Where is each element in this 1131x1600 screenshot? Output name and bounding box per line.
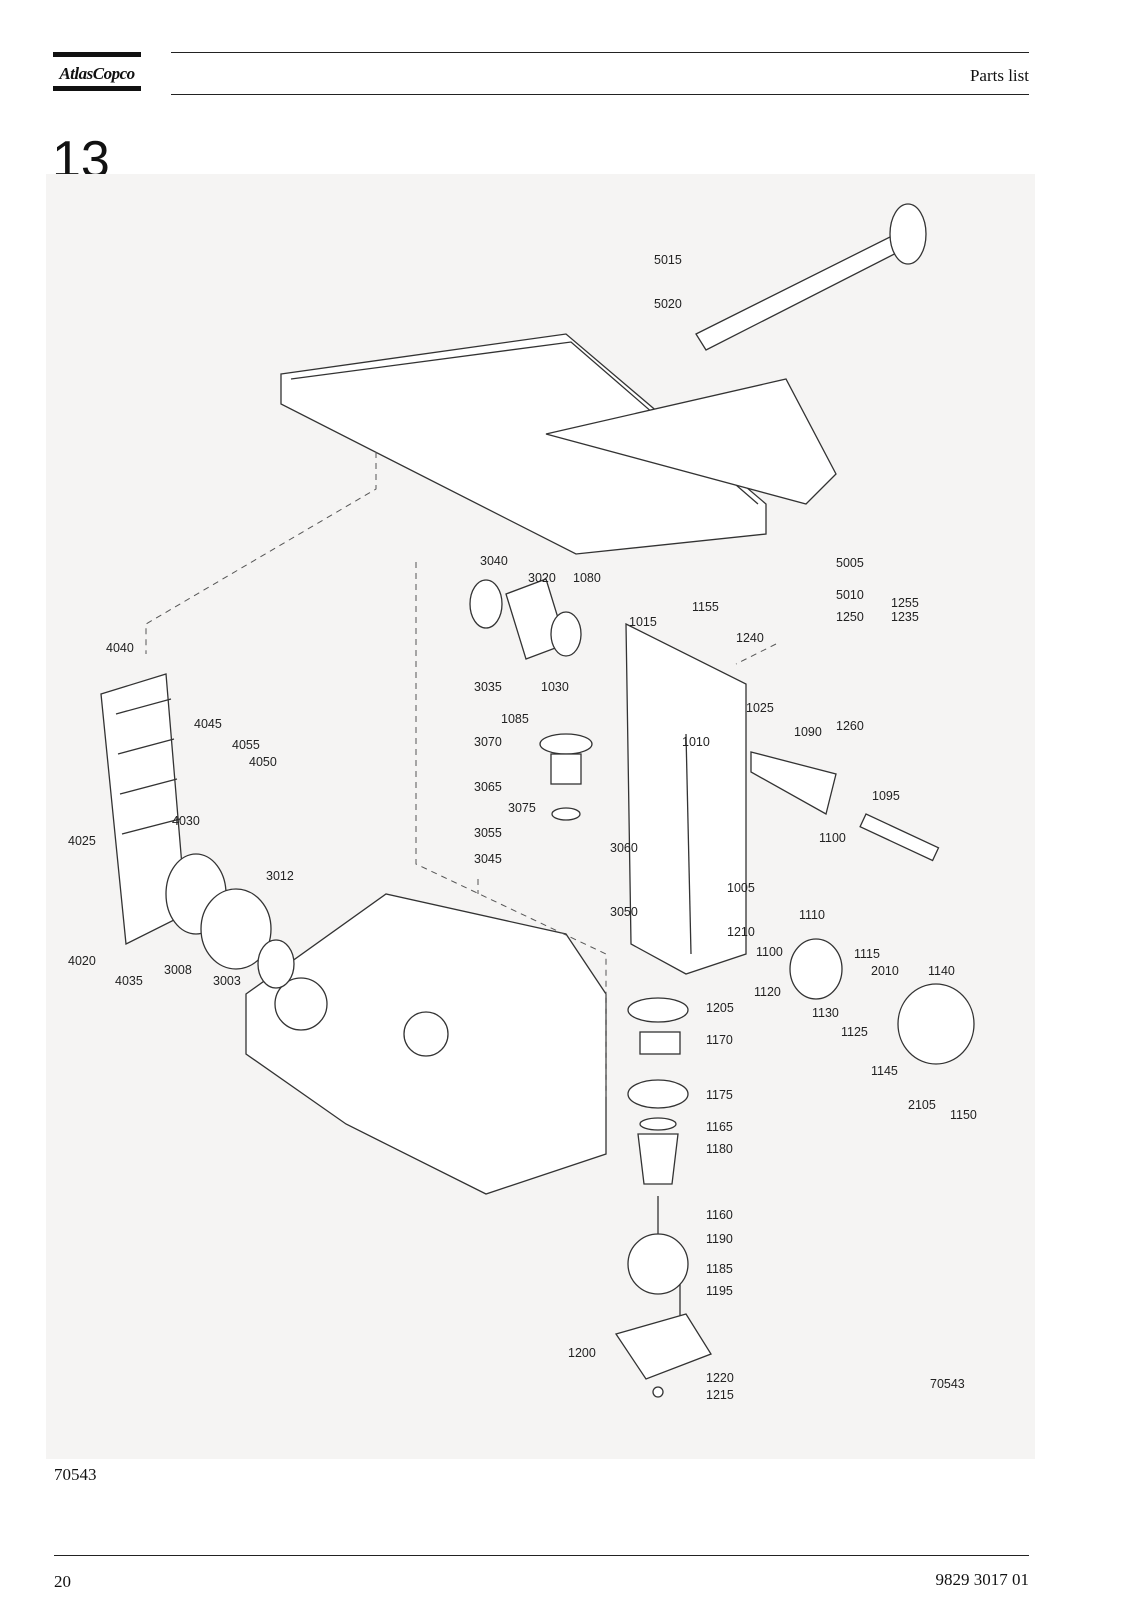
callout-1210: 1210 [727,925,755,939]
callout-1120: 1120 [754,985,781,999]
callout-5010: 5010 [836,588,864,602]
callout-1145: 1145 [871,1064,898,1078]
callout-3003: 3003 [213,974,241,988]
callout-1125: 1125 [841,1025,868,1039]
callout-3020: 3020 [528,571,556,585]
callout-1235: 1235 [891,610,919,624]
drawing-svg: 5015 5020 5005 5010 1255 1235 1250 1240 … [68,203,977,1402]
callout-2010: 2010 [871,964,899,978]
callout-1205: 1205 [706,1001,734,1015]
callout-1015: 1015 [629,615,657,629]
callout-1110: 1110 [799,908,825,922]
callout-1150: 1150 [950,1108,977,1122]
figure-caption: 70543 [54,1465,97,1484]
header-title: Parts list [969,66,1029,85]
base-housing [614,1313,712,1380]
callout-5005: 5005 [836,556,864,570]
oring-1205 [627,997,689,1023]
callout-3075: 3075 [508,801,536,815]
exploded-parts-drawing: 5015 5020 5005 5010 1255 1235 1250 1240 … [46,174,1035,1459]
callout-1215: 1215 [706,1388,734,1402]
callout-1140: 1140 [928,964,955,978]
page-number: 20 [54,1572,71,1591]
callout-3040: 3040 [480,554,508,568]
header-rule-top [171,52,1029,53]
footer-rule [54,1555,1029,1556]
callout-1010: 1010 [682,735,710,749]
callout-1255: 1255 [891,596,919,610]
callout-3060: 3060 [610,841,638,855]
callout-1195: 1195 [706,1284,733,1298]
callout-1155: 1155 [692,600,719,614]
callout-3055: 3055 [474,826,502,840]
callout-1090: 1090 [794,725,822,739]
callout-1200: 1200 [568,1346,596,1360]
callout-3050: 3050 [610,905,638,919]
callout-4050: 4050 [249,755,277,769]
atlas-copco-logo: AtlasCopco [59,64,135,83]
callout-1240: 1240 [736,631,764,645]
drawing-id-layer: 70543 [930,1377,965,1391]
callout-1085: 1085 [501,712,529,726]
logo-bar-top [53,52,141,57]
callout-3008: 3008 [164,963,192,977]
callout-1100: 1100 [756,945,783,959]
callout-1220: 1220 [706,1371,734,1385]
callout-3012: 3012 [266,869,294,883]
callout-1130: 1130 [812,1006,839,1020]
callout-1185: 1185 [706,1262,733,1276]
callout-1250: 1250 [836,610,864,624]
callout-4025: 4025 [68,834,96,848]
callout-4045: 4045 [194,717,222,731]
callout-1005: 1005 [727,881,755,895]
callout-1100: 1100 [819,831,846,845]
callout-1095: 1095 [872,789,900,803]
cooler-block [280,333,767,555]
header-rule-bottom [171,94,1029,95]
callout-4040: 4040 [106,641,134,655]
callout-3070: 3070 [474,735,502,749]
callout-4055: 4055 [232,738,260,752]
pipe-flange [889,203,927,265]
callout-1180: 1180 [706,1142,733,1156]
upper-housing [625,622,747,975]
callout-1080: 1080 [573,571,601,585]
callout-3045: 3045 [474,852,502,866]
callout-1260: 1260 [836,719,864,733]
callout-4020: 4020 [68,954,96,968]
document-number: 9829 3017 01 [935,1570,1030,1589]
callout-4035: 4035 [115,974,143,988]
callout-1115: 1115 [854,947,880,961]
callout-2105: 2105 [908,1098,936,1112]
callout-1030: 1030 [541,680,569,694]
callout-3035: 3035 [474,680,502,694]
logo-bar-bottom [53,86,141,91]
callout-1175: 1175 [706,1088,733,1102]
drawing-id-label: 70543 [930,1377,965,1391]
callout-5015: 5015 [654,253,682,267]
cone-filter [750,751,837,815]
callout-1165: 1165 [706,1120,733,1134]
callout-1190: 1190 [706,1232,733,1246]
callout-1025: 1025 [746,701,774,715]
callout-3065: 3065 [474,780,502,794]
callout-4030: 4030 [172,814,200,828]
callout-5020: 5020 [654,297,682,311]
callout-1170: 1170 [706,1033,733,1047]
callout-1160: 1160 [706,1208,733,1222]
